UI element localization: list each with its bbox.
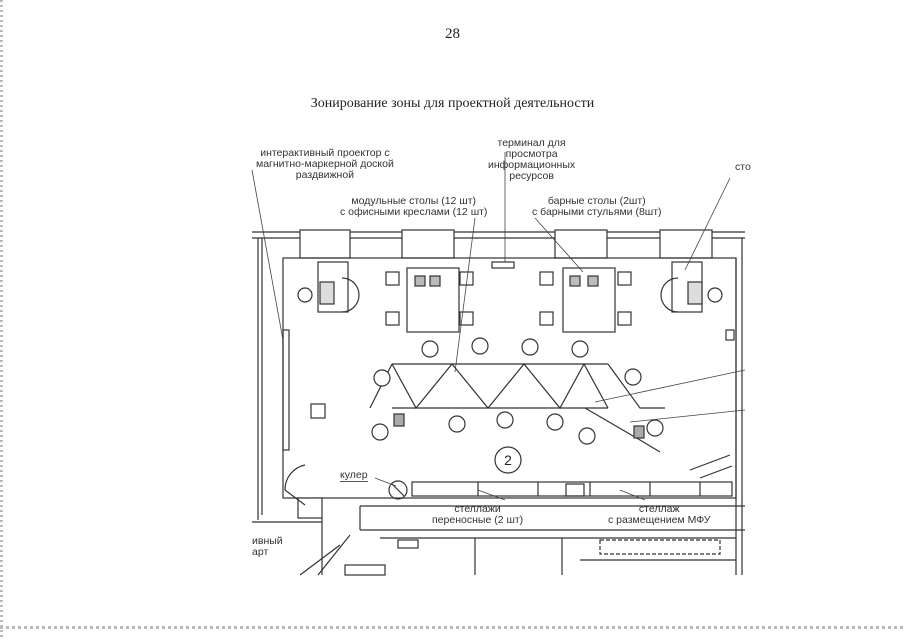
zone-marker	[494, 446, 522, 474]
page-title: Зонирование зоны для проектной деятельно…	[310, 96, 595, 111]
label-cooler: кулер	[340, 469, 368, 482]
label-mfu-shelf: стеллаж с размещением МФУ	[608, 504, 710, 526]
label-modular-tables: модульные столы (12 шт) с офисными кресл…	[340, 196, 487, 218]
lower-corridor	[344, 537, 736, 576]
label-terminal-line-1: терминал для	[497, 137, 566, 149]
label-bar-line-1: барные столы (2шт)	[547, 195, 646, 207]
label-mobile-shelves: стеллажи переносные (2 шт)	[432, 504, 523, 526]
projector-board	[282, 329, 290, 451]
chairs	[371, 337, 664, 445]
cooler	[388, 480, 408, 500]
label-left-cut-line-2: арт	[252, 546, 269, 558]
label-bar-line-2: с барными стульями (8шт)	[532, 206, 662, 218]
zone-marker-label: 2	[504, 452, 512, 468]
label-bar-tables: барные столы (2шт) с барными стульями (8…	[532, 196, 662, 218]
label-left-cut: ивный арт	[252, 536, 283, 558]
label-mobile-shelves-line-2: переносные (2 шт)	[432, 514, 524, 526]
scan-edge	[0, 0, 3, 640]
corner-desk-left	[297, 261, 360, 313]
label-projector: интерактивный проектор с магнитно-маркер…	[256, 148, 394, 181]
terminal	[491, 261, 515, 269]
label-modular-line-2: с офисными креслами (12 шт)	[340, 206, 488, 218]
label-projector-line-2: магнитно-маркерной доской	[256, 158, 394, 170]
shelves	[411, 454, 733, 497]
label-mobile-shelves-line-1: стеллажи	[454, 503, 501, 515]
label-right-cut: сто	[735, 161, 751, 173]
modular-tables	[369, 362, 665, 453]
label-projector-line-1: интерактивный проектор с	[260, 147, 390, 159]
leader-lines	[251, 152, 746, 501]
bar-tables	[385, 267, 632, 333]
label-mfu-shelf-line-1: стеллаж	[638, 503, 680, 515]
label-modular-line-1: модульные столы (12 шт)	[351, 195, 477, 207]
label-terminal: терминал для просмотра информационных ре…	[488, 138, 575, 182]
label-mfu-shelf-line-2: с размещением МФУ	[608, 514, 711, 526]
room-walls	[252, 229, 745, 575]
page-number: 28	[445, 26, 460, 42]
label-terminal-line-4: ресурсов	[509, 170, 554, 182]
corner-desk-right	[660, 261, 735, 341]
label-terminal-line-2: просмотра	[505, 148, 558, 160]
scan-edge-bottom	[0, 626, 905, 629]
label-projector-line-3: раздвижной	[295, 169, 355, 181]
label-terminal-line-3: информационных	[488, 159, 576, 171]
label-left-cut-line-1: ивный	[252, 535, 283, 547]
left-doors	[284, 464, 351, 576]
